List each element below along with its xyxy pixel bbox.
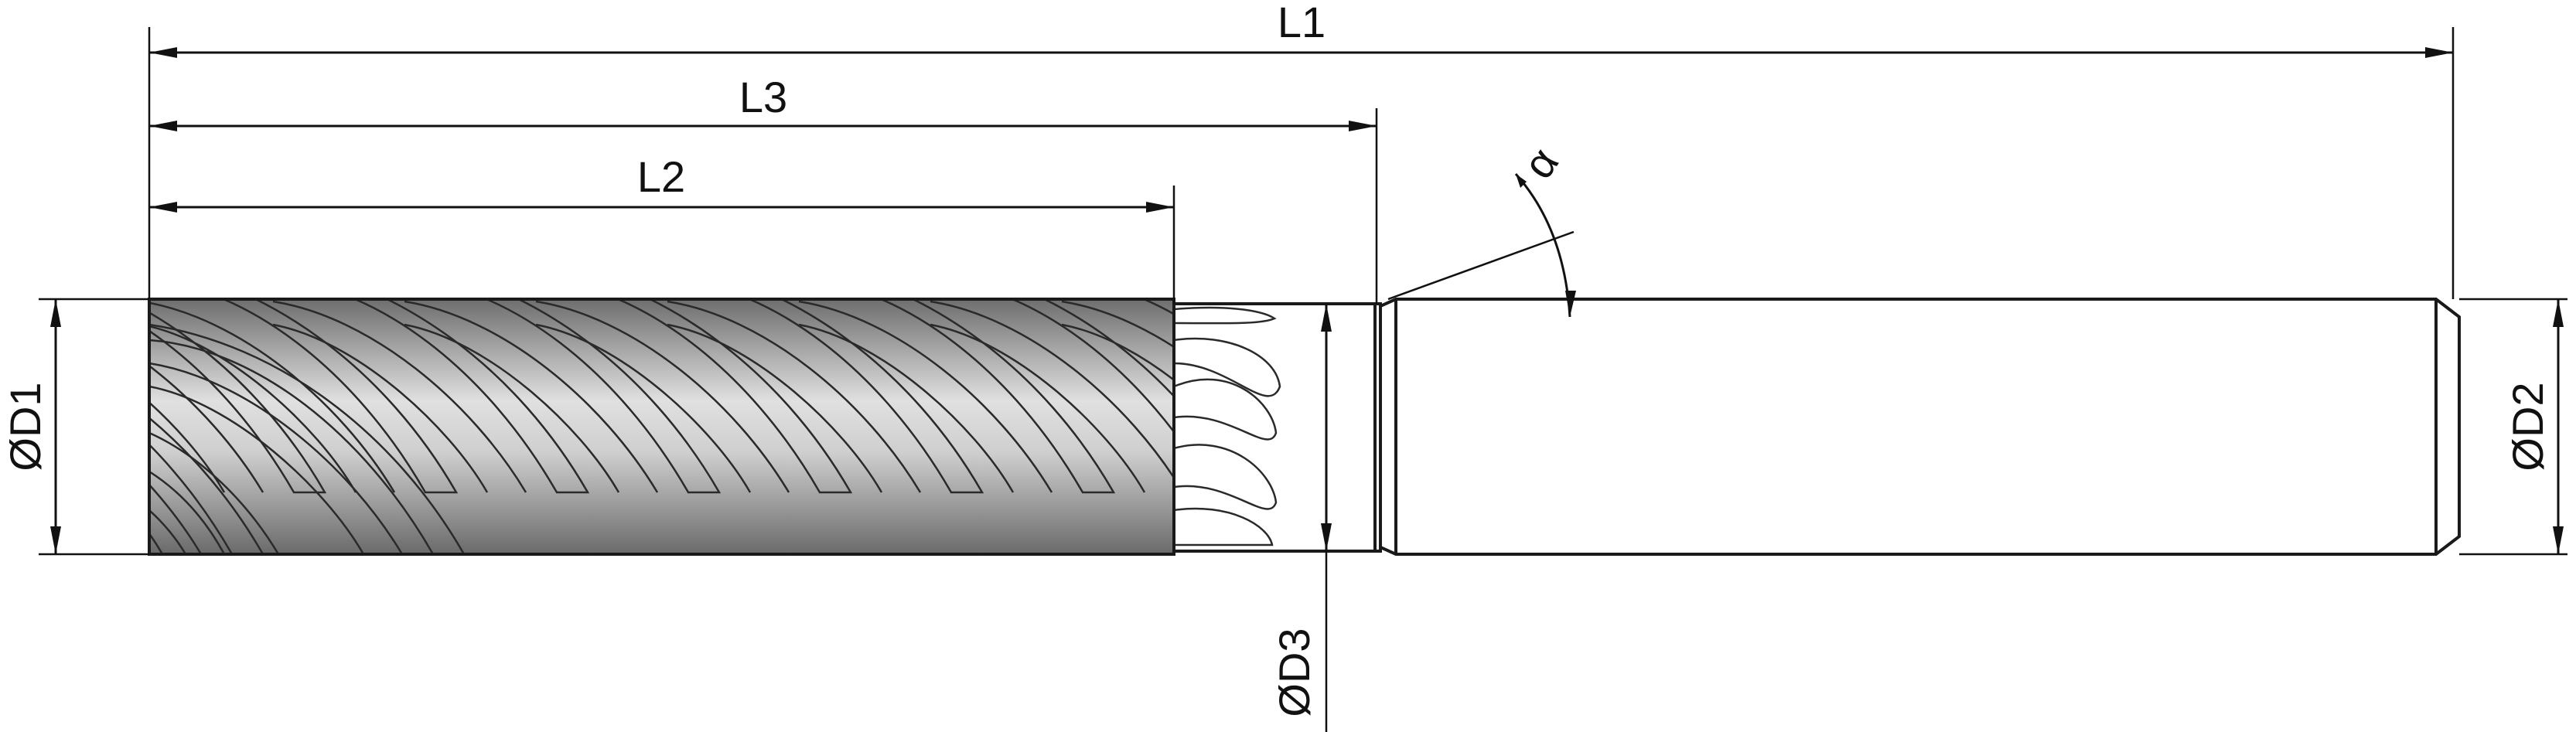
tool-body [148,298,2461,556]
cutter [149,299,1174,554]
cutter-outline [148,298,1175,556]
dimension-d1 [50,299,61,554]
dimension-l1 [149,47,2453,58]
dimension-d2 [2553,299,2564,554]
dimension-alpha [1514,173,1576,318]
shank [1379,298,2461,556]
extension-lines [39,27,2567,732]
label-d3: ØD3 [1270,628,1319,717]
dimension-l3 [149,121,1377,131]
label-l1: L1 [1278,0,1326,46]
label-d2: ØD2 [2503,382,2552,471]
label-l2: L2 [637,152,685,201]
dimension-d3 [1321,304,1332,551]
label-d1: ØD1 [1,382,49,471]
neck [1172,302,1382,553]
label-l3: L3 [739,73,787,121]
dimension-l2 [149,202,1174,213]
neck-flute-runouts [1174,306,1281,546]
